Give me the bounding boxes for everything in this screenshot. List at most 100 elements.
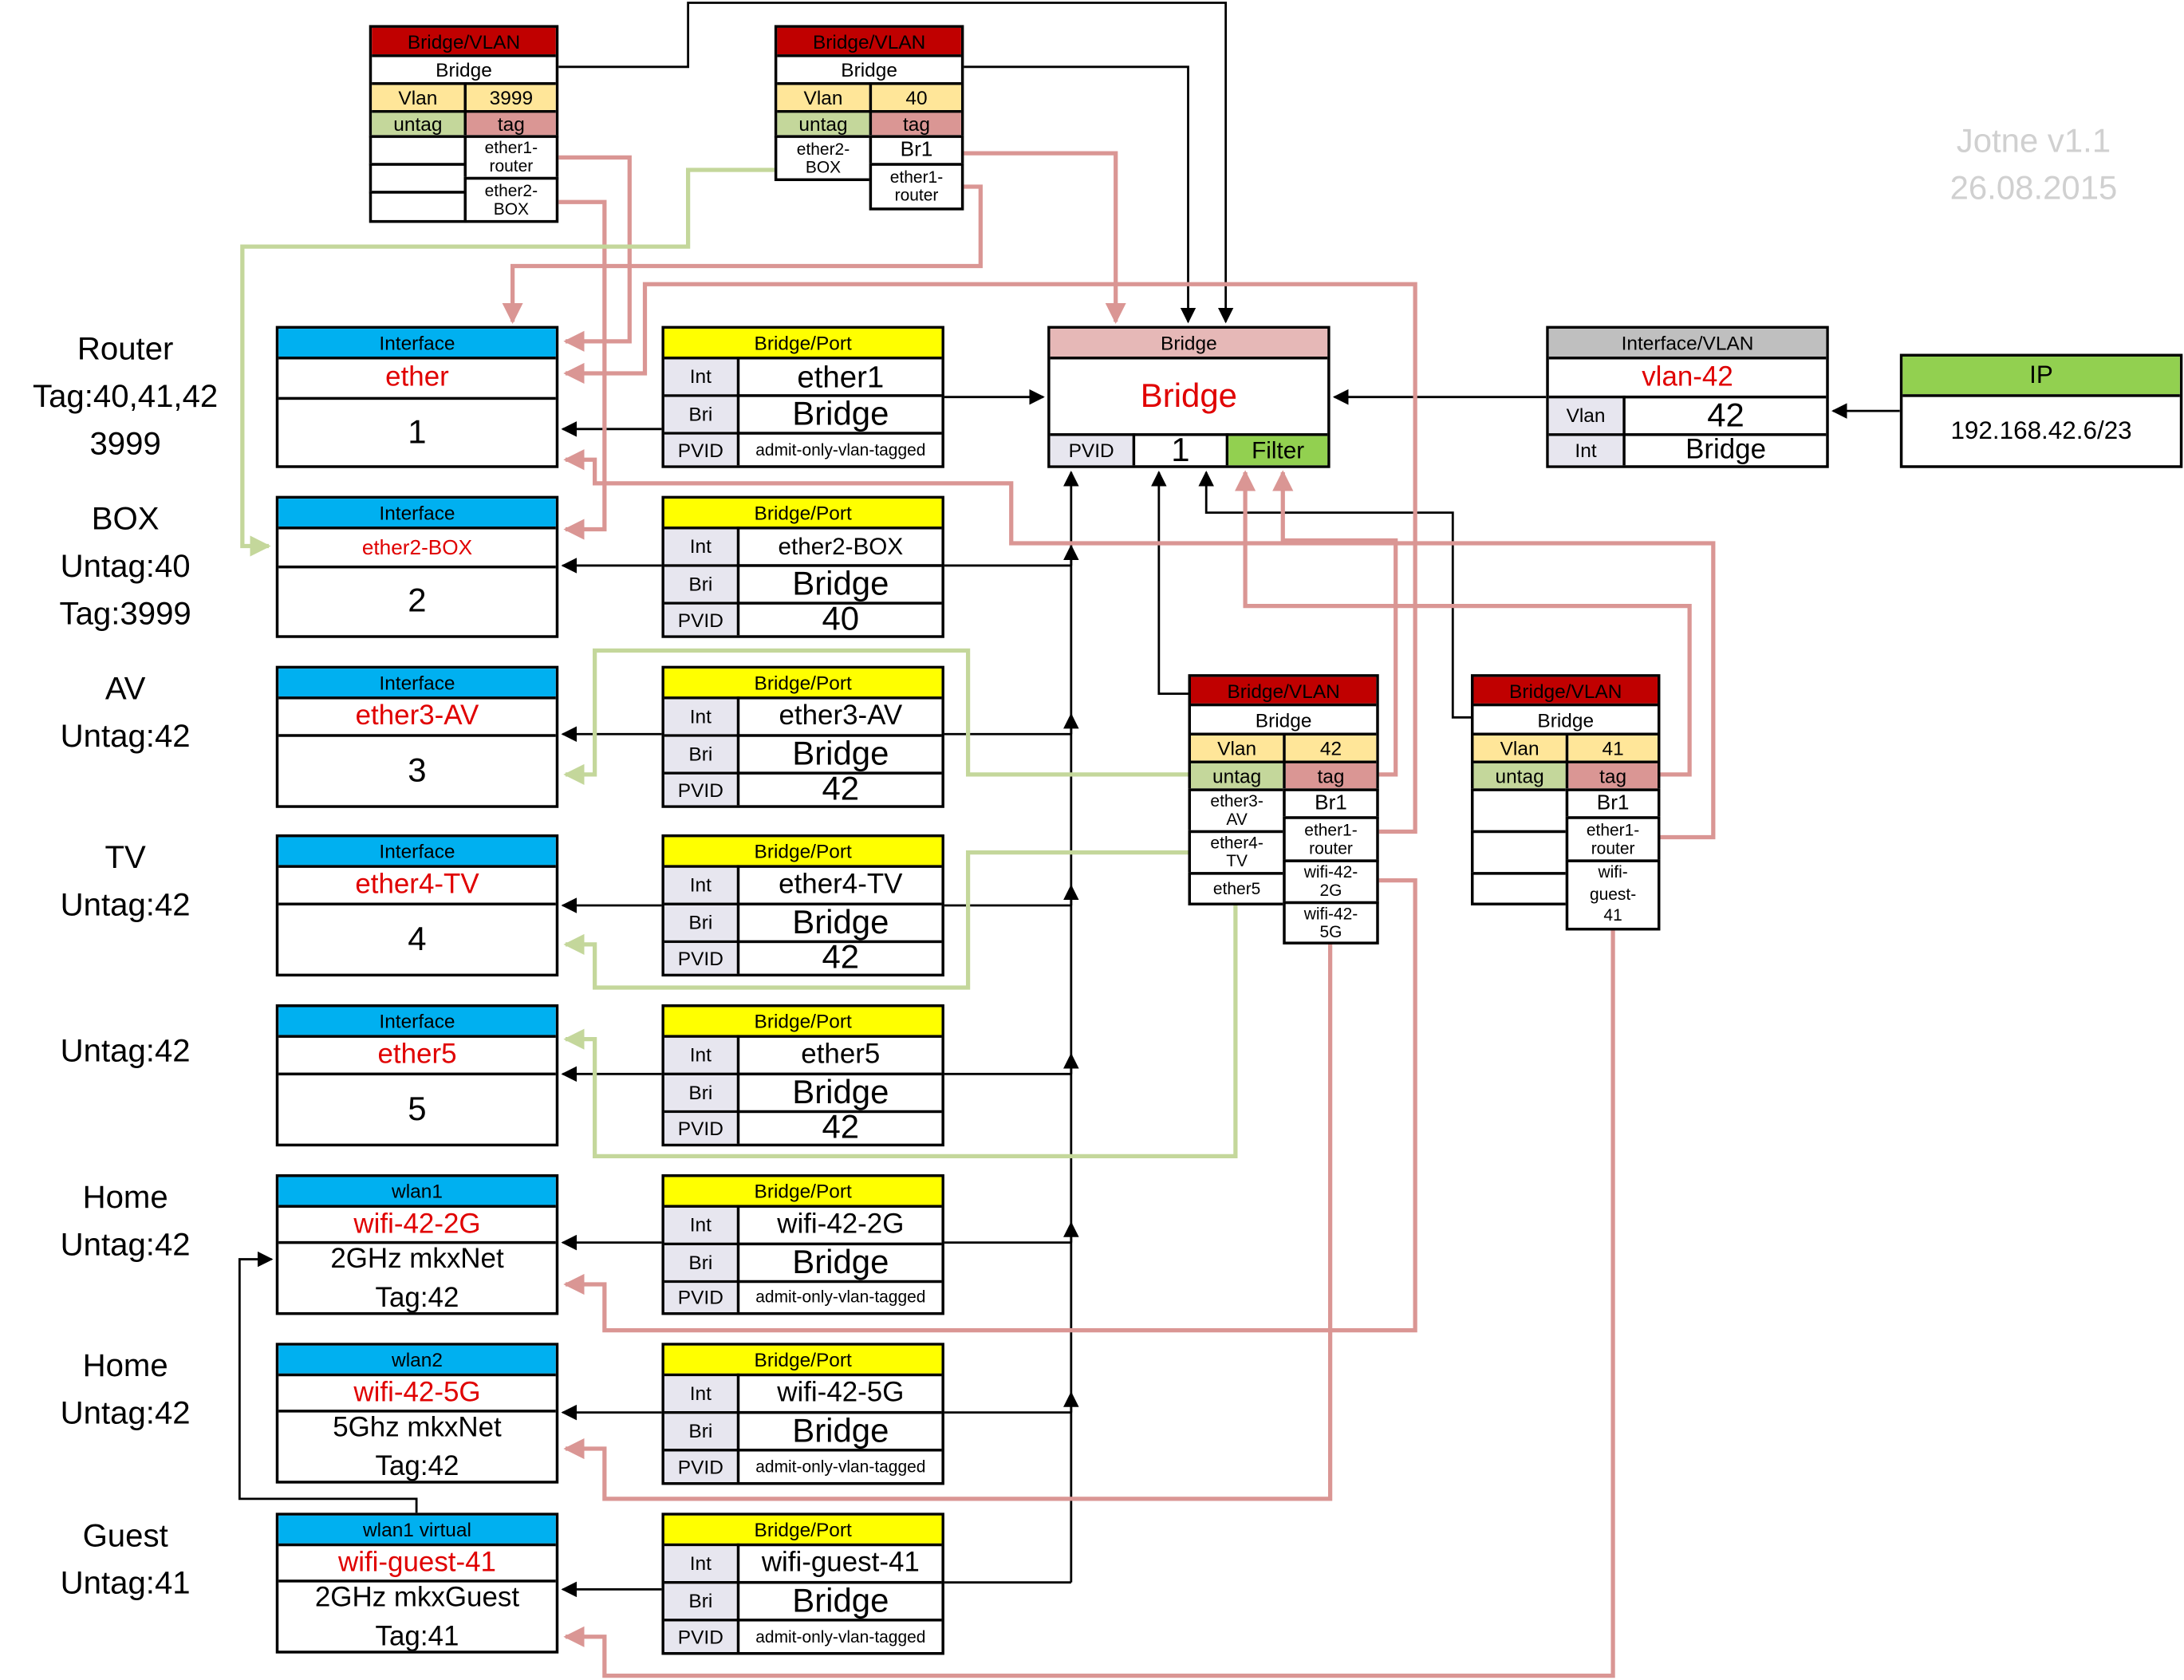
int-value: wifi-guest-41	[761, 1548, 920, 1579]
side-label-home-5g: Home Untag:42	[0, 1342, 250, 1437]
tagged-member: ether1-router	[463, 135, 559, 180]
int-value: Bridge	[1685, 436, 1767, 466]
interface-name: wifi-42-5G	[278, 1373, 556, 1410]
int-value: ether3-AV	[779, 700, 903, 732]
bridge-name: Bridge	[1050, 357, 1328, 433]
side-label-line: Home	[82, 1347, 168, 1383]
interface-header: Interface	[278, 668, 556, 697]
untagged-member: ether5	[1188, 872, 1286, 906]
interface-box-1[interactable]: Interface ether 1	[275, 325, 559, 468]
bridge-vlan-head: Bridge/VLAN Bridge Vlan 42 untag tag	[1188, 674, 1379, 791]
wire-v41-bridge	[1198, 471, 1471, 719]
bri-value: Bridge	[792, 736, 889, 772]
column-divider	[1622, 395, 1626, 466]
bridge-port-header: Bridge/Port	[664, 837, 942, 866]
bridge-port-pvid-row	[664, 1619, 942, 1652]
bridge-vlan-42[interactable]: Bridge/VLAN Bridge Vlan 42 untag tag eth…	[1188, 674, 1379, 945]
column-divider	[1565, 732, 1569, 789]
int-label: Int	[664, 359, 737, 395]
bridge-port-int-row	[664, 357, 942, 394]
vlan-to-bridge-wires	[238, 2, 1900, 1513]
interface-ssid: 5Ghz mkxNet	[333, 1411, 502, 1443]
interface-box-6[interactable]: wlan1 wifi-42-2G 2GHz mkxNet Tag:42	[275, 1174, 559, 1315]
column-divider	[736, 1035, 740, 1144]
interface-box-7[interactable]: wlan2 wifi-42-5G 5Ghz mkxNet Tag:42	[275, 1343, 559, 1484]
bridge-pvid-value: 1	[1171, 436, 1190, 466]
untag-label: untag	[777, 112, 869, 136]
interface-box-8[interactable]: wlan1 virtual wifi-guest-41 2GHz mkxGues…	[275, 1512, 559, 1654]
bridge-vlan-3999[interactable]: Bridge/VLAN Bridge Vlan 3999 untag tag e…	[369, 25, 559, 223]
interface-header: Interface	[278, 1007, 556, 1035]
side-label-line: 3999	[89, 424, 161, 461]
untagged-empty-slot	[1470, 830, 1569, 875]
interface-box-5[interactable]: Interface ether5 5	[275, 1004, 559, 1147]
version-watermark: Jotne v1.1 26.08.2015	[1894, 118, 2173, 213]
interface-box-3[interactable]: Interface ether3-AV 3	[275, 665, 559, 808]
interface-vlan-int-row	[1548, 433, 1827, 465]
bridge-header: Bridge	[1050, 329, 1328, 357]
pvid-value: 42	[822, 1113, 860, 1144]
bridge-port-pvid-row	[664, 940, 942, 974]
tag-label: tag	[872, 112, 961, 136]
tagged-member: Br1	[869, 135, 964, 166]
pvid-value: 40	[822, 604, 860, 636]
bridge-port-box-1[interactable]: Bridge/Port Int Bri PVID ether1 Bridge a…	[661, 325, 944, 468]
bridge-port-box-2[interactable]: Bridge/Port Int Bri PVID ether2-BOX Brid…	[661, 495, 944, 638]
untagged-empty-slot	[369, 135, 467, 166]
interface-details: 5Ghz mkxNet Tag:42	[278, 1410, 556, 1481]
bridge-port-header: Bridge/Port	[664, 1515, 942, 1544]
interface-header: wlan1	[278, 1177, 556, 1205]
bridge-port-int-row	[664, 526, 942, 564]
interface-vlan-box[interactable]: Interface/VLAN vlan-42 Vlan Int 42 Bridg…	[1546, 325, 1829, 468]
pvid-value: admit-only-vlan-tagged	[755, 440, 926, 459]
bri-value: Bridge	[792, 1245, 889, 1280]
interface-name: ether2-BOX	[278, 526, 556, 566]
bri-value: Bridge	[792, 396, 889, 432]
bridge-port-box-3[interactable]: Bridge/Port Int Bri PVID ether3-AV Bridg…	[661, 665, 944, 808]
pvid-label: PVID	[664, 943, 737, 974]
column-divider	[736, 696, 740, 806]
interface-box-4[interactable]: Interface ether4-TV 4	[275, 834, 559, 977]
int-label: Int	[664, 529, 737, 565]
side-label-line: Tag:40,41,42	[33, 377, 219, 414]
bridge-vlan-40[interactable]: Bridge/VLAN Bridge Vlan 40 untag tag eth…	[774, 25, 964, 211]
tagged-member: wifi-42-5G	[1283, 901, 1379, 945]
bridge-vlan-41[interactable]: Bridge/VLAN Bridge Vlan 41 untag tag Br1…	[1470, 674, 1661, 931]
bridge-port-header: Bridge/Port	[664, 1345, 942, 1374]
bridge-port-box-5[interactable]: Bridge/Port Int Bri PVID ether5 Bridge 4…	[661, 1004, 944, 1147]
bri-label: Bri	[664, 566, 737, 602]
ip-box[interactable]: IP 192.168.42.6/23	[1899, 353, 2183, 468]
pvid-value: admit-only-vlan-tagged	[755, 1287, 926, 1307]
wire-wlan-virtual-master	[238, 1251, 418, 1513]
interface-tag: Tag:41	[375, 1620, 459, 1651]
bridge-port-box-4[interactable]: Bridge/Port Int Bri PVID ether4-TV Bridg…	[661, 834, 944, 977]
int-label: Int	[664, 1037, 737, 1073]
tagged-member: wifi-42-2G	[1283, 859, 1379, 905]
side-label-home-2g: Home Untag:42	[0, 1173, 250, 1268]
side-label-line: TV	[104, 838, 146, 875]
interface-name: ether	[278, 357, 556, 397]
side-label-line: Untag:42	[60, 1225, 191, 1263]
side-label-line: Home	[82, 1178, 168, 1215]
bridge-port-int-row	[664, 865, 942, 902]
bri-value: Bridge	[792, 566, 889, 602]
int-value: wifi-42-2G	[777, 1209, 905, 1240]
bridge-port-bri-row	[664, 1242, 942, 1280]
untagged-wires	[240, 168, 1238, 1158]
bridge-port-box-6[interactable]: Bridge/Port Int Bri PVID wifi-42-2G Brid…	[661, 1174, 944, 1315]
bridge-port-box-7[interactable]: Bridge/Port Int Bri PVID wifi-42-5G Brid…	[661, 1343, 944, 1485]
side-label-line: Untag:40	[60, 547, 191, 584]
bridge-vlan-head: Bridge/VLAN Bridge Vlan 3999 untag tag	[369, 25, 559, 138]
bridge-port-int-row	[664, 1205, 942, 1242]
interface-box-2[interactable]: Interface ether2-BOX 2	[275, 495, 559, 638]
wire-v3999-bridge	[558, 2, 1234, 324]
bridge-box[interactable]: Bridge Bridge PVID 1 Filter	[1047, 325, 1331, 468]
interface-header: wlan1 virtual	[278, 1515, 556, 1544]
interface-name: ether5	[278, 1035, 556, 1072]
bri-label: Bri	[664, 1245, 737, 1280]
bridge-port-pvid-row	[664, 601, 942, 635]
bridge-port-box-8[interactable]: Bridge/Port Int Bri PVID wifi-guest-41 B…	[661, 1512, 944, 1655]
int-label: Int	[664, 1376, 737, 1411]
bridge-port-bri-row	[664, 564, 942, 601]
